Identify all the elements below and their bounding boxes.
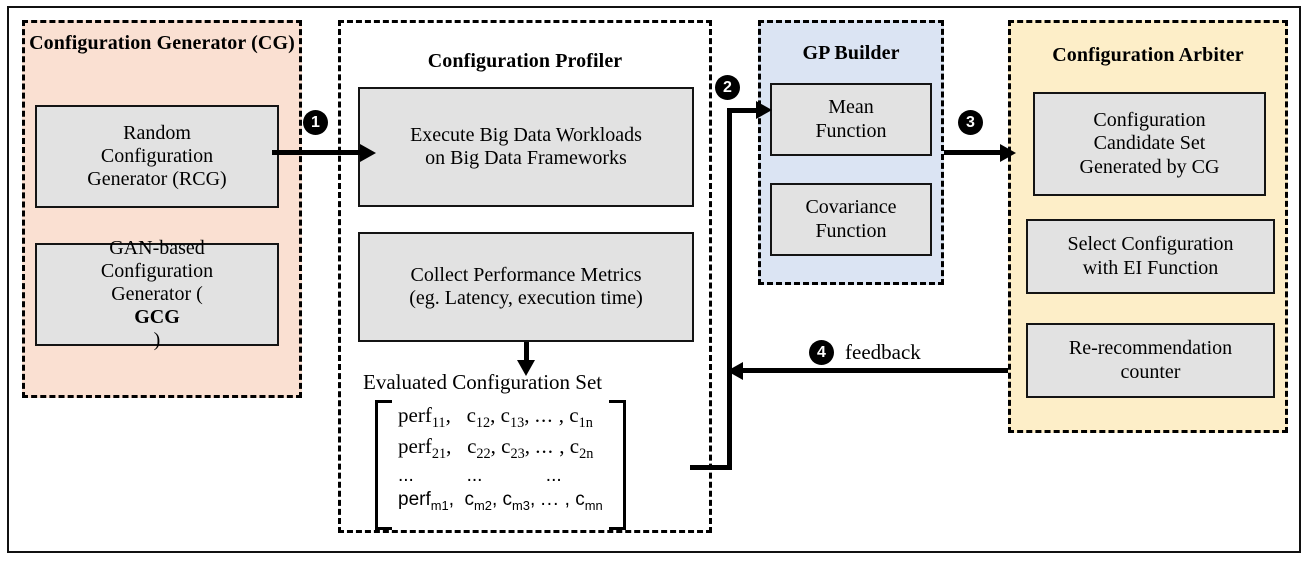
gcg-line2: Configuration bbox=[100, 259, 214, 282]
edge-4-arrowhead bbox=[727, 362, 743, 380]
panel-title-configuration-profiler: Configuration Profiler bbox=[341, 50, 709, 73]
box-execute-big-data-workloads[interactable]: Execute Big Data Workloads on Big Data F… bbox=[358, 87, 694, 207]
box-covariance-function[interactable]: Covariance Function bbox=[770, 183, 932, 256]
gcg-line3-prefix: Generator ( bbox=[111, 282, 203, 305]
arbiter-title: Configuration Arbiter bbox=[1052, 44, 1244, 66]
matrix-row: perf11, c12, c13, ... , c1n bbox=[398, 403, 593, 432]
mean-line2: Function bbox=[815, 119, 887, 142]
edge-4-label: feedback bbox=[845, 340, 921, 365]
mean-line1: Mean bbox=[828, 96, 874, 119]
select-line1: Select Configuration bbox=[1067, 233, 1234, 256]
counter-line1: Re-recommendation bbox=[1068, 337, 1233, 360]
execute-line1: Execute Big Data Workloads bbox=[410, 123, 642, 146]
box-collect-performance-metrics[interactable]: Collect Performance Metrics (eg. Latency… bbox=[358, 232, 694, 342]
edge-2-badge: 2 bbox=[715, 75, 740, 100]
rcg-line2: Configuration bbox=[100, 144, 214, 167]
cg-title-line1: Configuration Generator bbox=[29, 32, 247, 54]
box-mean-function[interactable]: Mean Function bbox=[770, 83, 932, 156]
matrix-left-bracket bbox=[375, 400, 392, 530]
edge-1-arrowhead bbox=[360, 144, 376, 162]
rcg-line3: Generator (RCG) bbox=[87, 168, 227, 191]
edge-2-line-vertical bbox=[727, 108, 732, 465]
matrix-row: perfm1, cm2, cm3, ... , cmn bbox=[398, 489, 603, 513]
edge-4-badge-number: 4 bbox=[817, 343, 826, 361]
edge-2-line-bottom bbox=[690, 465, 732, 470]
edge-2-badge-number: 2 bbox=[723, 78, 732, 96]
rcg-line1: Random bbox=[123, 121, 191, 144]
box-configuration-candidate-set[interactable]: Configuration Candidate Set Generated by… bbox=[1033, 92, 1266, 196]
gcg-line3-bold: GCG bbox=[134, 306, 180, 329]
matrix-row: ... ... ... bbox=[398, 464, 562, 486]
candidate-line3: Generated by CG bbox=[1079, 155, 1220, 178]
edge-2-line-top bbox=[727, 108, 760, 113]
edge-1-badge-number: 1 bbox=[311, 113, 320, 131]
gp-builder-title: GP Builder bbox=[802, 42, 900, 64]
edge-3-arrowhead bbox=[1000, 144, 1016, 162]
evaluated-set-text: Evaluated Configuration Set bbox=[363, 370, 603, 394]
collect-line2: (eg. Latency, execution time) bbox=[409, 287, 643, 309]
candidate-line1: Configuration bbox=[1093, 109, 1206, 132]
matrix-rows: perf11, c12, c13, ... , c1n perf21, c22,… bbox=[392, 400, 609, 530]
edge-4-label-text: feedback bbox=[845, 340, 921, 364]
edge-4-badge: 4 bbox=[809, 340, 834, 365]
cg-title-line2: (CG) bbox=[251, 32, 295, 54]
arrowhead-collect-to-set bbox=[517, 360, 535, 376]
figure-outer-frame bbox=[7, 6, 1301, 553]
panel-title-gp-builder: GP Builder bbox=[761, 42, 941, 65]
edge-1-line bbox=[272, 150, 362, 155]
counter-line2: counter bbox=[1120, 360, 1181, 383]
box-select-configuration-with-ei[interactable]: Select Configuration with EI Function bbox=[1026, 219, 1275, 294]
profiler-title: Configuration Profiler bbox=[427, 50, 623, 72]
edge-3-badge-number: 3 bbox=[966, 113, 975, 131]
edge-1-badge: 1 bbox=[303, 110, 328, 135]
panel-title-configuration-generator: Configuration Generator (CG) bbox=[25, 32, 299, 55]
label-evaluated-configuration-set: Evaluated Configuration Set bbox=[363, 370, 602, 395]
gcg-line3: Generator (GCG) bbox=[41, 283, 273, 353]
box-gan-based-configuration-generator[interactable]: GAN-based Configuration Generator (GCG) bbox=[35, 237, 279, 351]
covariance-line1: Covariance bbox=[805, 196, 897, 219]
execute-line2: on Big Data Frameworks bbox=[425, 147, 627, 169]
connector-collect-to-set bbox=[524, 342, 529, 364]
evaluated-configuration-matrix: perf11, c12, c13, ... , c1n perf21, c22,… bbox=[375, 400, 626, 530]
edge-2-arrowhead bbox=[756, 101, 772, 119]
select-line2: with EI Function bbox=[1082, 256, 1219, 279]
matrix-row: perf21, c22, c23, ... , c2n bbox=[398, 433, 594, 462]
matrix-right-bracket bbox=[608, 400, 626, 530]
collect-line1: Collect Performance Metrics bbox=[410, 263, 642, 286]
edge-3-line bbox=[944, 150, 1002, 155]
gcg-line1: GAN-based bbox=[109, 236, 205, 259]
edge-4-line bbox=[740, 368, 1008, 373]
box-re-recommendation-counter[interactable]: Re-recommendation counter bbox=[1026, 323, 1275, 398]
gcg-line3-suffix: ) bbox=[153, 329, 161, 352]
covariance-line2: Function bbox=[815, 219, 887, 242]
edge-3-badge: 3 bbox=[958, 110, 983, 135]
box-random-configuration-generator[interactable]: Random Configuration Generator (RCG) bbox=[35, 105, 279, 208]
candidate-line2: Candidate Set bbox=[1093, 132, 1206, 155]
panel-title-configuration-arbiter: Configuration Arbiter bbox=[1011, 44, 1285, 67]
